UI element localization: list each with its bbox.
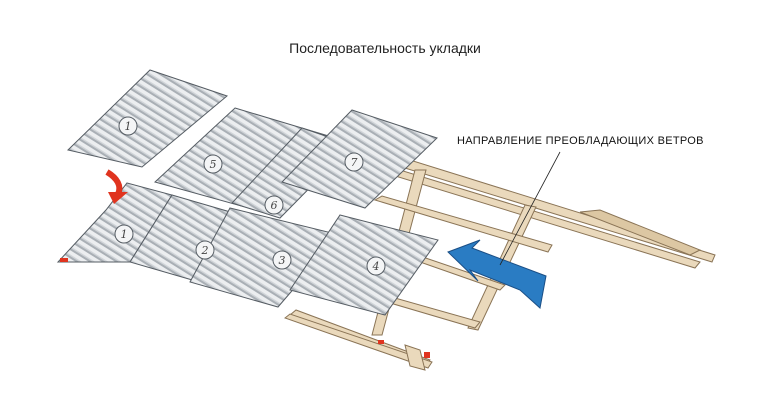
sheet-4-number-text: 4 <box>372 260 380 273</box>
sheet-1-loose-number-text: 1 <box>125 120 132 133</box>
diagram-title: Последовательность укладки <box>289 40 481 56</box>
sheet-5-number-text: 5 <box>210 158 217 171</box>
sheet-2-number-text: 2 <box>201 244 209 257</box>
wind-direction-arrow-icon <box>447 239 547 309</box>
wooden-frame <box>283 159 716 371</box>
sheet-4 <box>289 214 439 316</box>
sheet-2-number: 2 <box>195 240 215 260</box>
sheet-1-loose-number: 1 <box>118 116 138 136</box>
sheet-3-number-text: 3 <box>279 254 286 267</box>
eave-plank <box>283 313 433 369</box>
ridge-cap <box>579 209 702 256</box>
ridge-beam <box>393 159 716 263</box>
curved-placement-arrow-icon <box>105 169 128 204</box>
sheet-labels: 1 1 2 3 4 5 6 7 <box>114 116 386 276</box>
sheet-6-number: 6 <box>264 195 284 215</box>
sheet-7-number-text: 7 <box>351 156 358 169</box>
batten-1 <box>373 195 553 253</box>
eave-plank-end <box>404 344 426 371</box>
eave-markers <box>60 258 430 358</box>
sheet-7-number: 7 <box>344 152 364 172</box>
sheet-3-number: 3 <box>272 250 292 270</box>
sheet-1-number: 1 <box>114 224 134 244</box>
sheet-4-number: 4 <box>366 256 386 276</box>
sheet-1-number-text: 1 <box>121 228 128 241</box>
sheet-6-number-text: 6 <box>271 199 278 212</box>
wind-direction-label: НАПРАВЛЕНИЕ ПРЕОБЛАДАЮЩИХ ВЕТРОВ <box>457 135 704 147</box>
sheet-5-number: 5 <box>203 154 223 174</box>
wind-label-pointer <box>499 151 561 266</box>
sheet-1-loose <box>66 69 229 168</box>
sheet-1 <box>56 182 173 263</box>
